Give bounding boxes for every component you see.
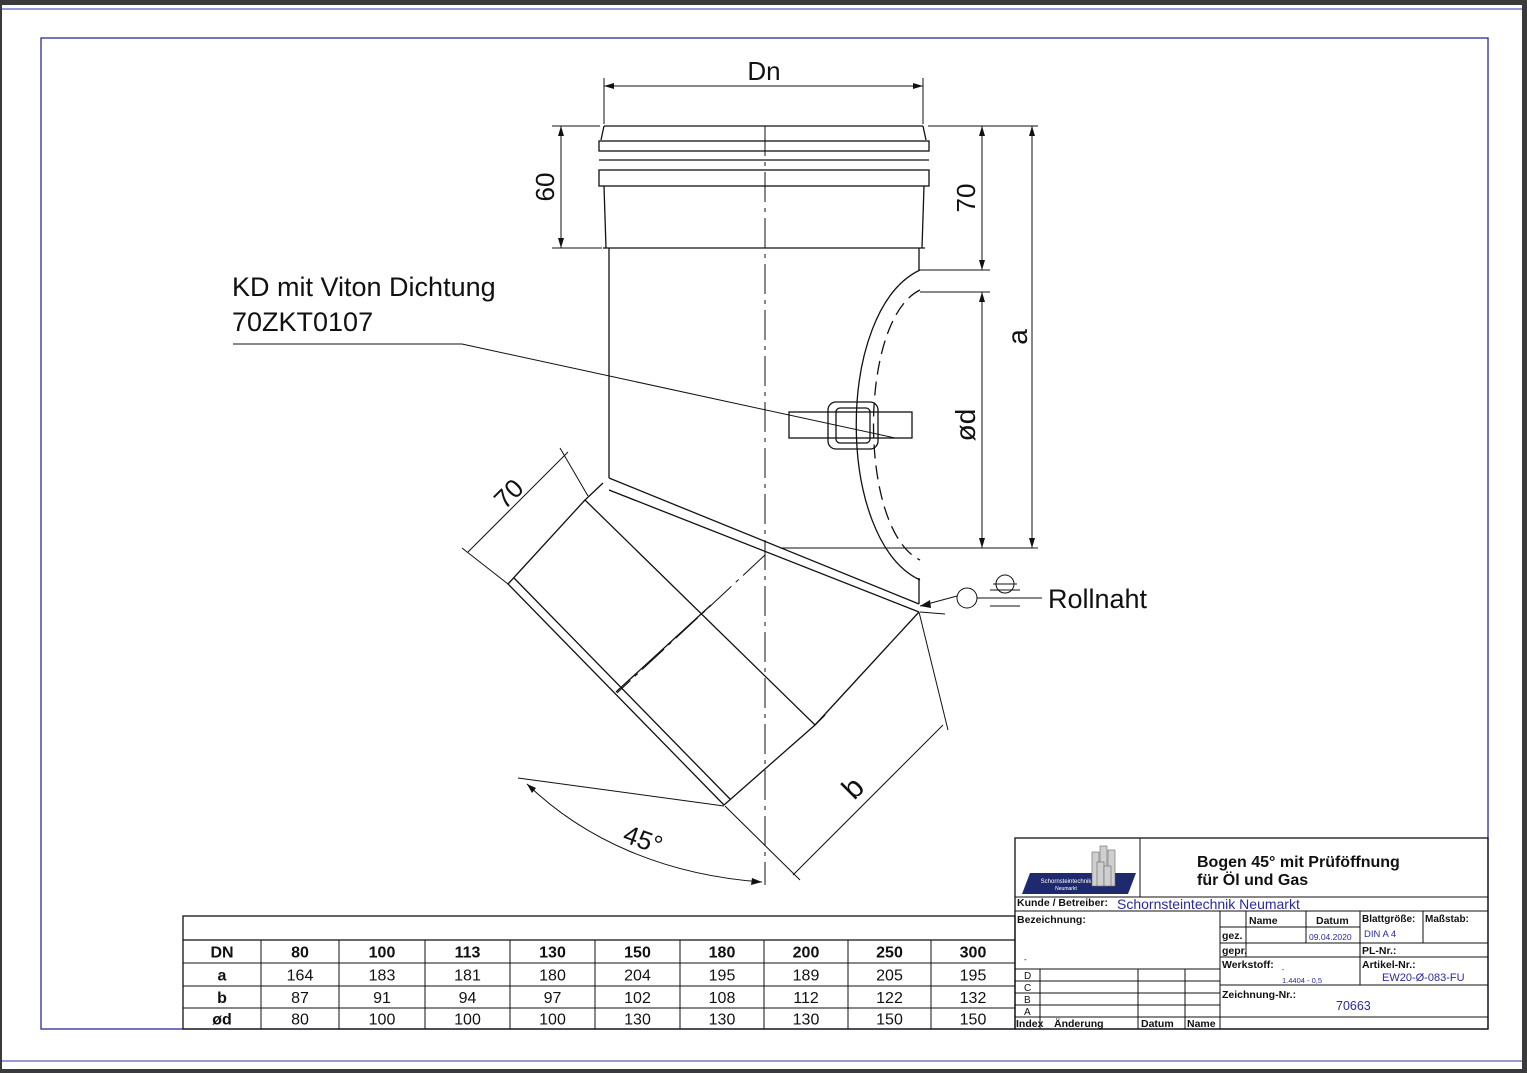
idx-name-label: Name [1187, 1018, 1216, 1030]
table-cell: ød [212, 1012, 232, 1029]
table-cell: 132 [960, 990, 987, 1007]
table-cell: 87 [291, 990, 309, 1007]
table-cell: 164 [287, 968, 314, 985]
table-cell: a [218, 968, 227, 985]
table-cell: 195 [960, 968, 987, 985]
table-cell: 189 [793, 968, 820, 985]
artikel-value: EW20-Ø-083-FU [1382, 972, 1465, 984]
table-cell: 205 [876, 968, 903, 985]
dim-a-label: a [1002, 329, 1033, 345]
table-cell: 150 [960, 1012, 987, 1029]
index-label: Index [1016, 1018, 1044, 1030]
table-header-cell: 250 [876, 945, 903, 962]
dim-60-label: 60 [530, 173, 560, 202]
table-cell: 183 [369, 968, 396, 985]
callout-kd-line1: KD mit Viton Dichtung [232, 272, 496, 302]
kunde-value: Schornsteintechnik Neumarkt [1117, 896, 1300, 912]
callout-rollnaht: Rollnaht [1048, 584, 1148, 614]
gez-date: 09.04.2020 [1309, 932, 1352, 942]
artikel-label: Artikel-Nr.: [1362, 959, 1416, 971]
name-label: Name [1249, 915, 1278, 927]
bezeichnung-label: Bezeichnung: [1017, 914, 1086, 926]
table-cell: 108 [709, 990, 736, 1007]
table-header-cell: 130 [539, 945, 566, 962]
table-header-cell: 80 [291, 945, 309, 962]
idx-datum-label: Datum [1141, 1018, 1174, 1030]
kunde-label: Kunde / Betreiber: [1017, 897, 1108, 909]
table-cell: 80 [291, 1012, 309, 1029]
logo-text-1: Schornsteintechnik [1041, 879, 1093, 885]
table-header-cell: 150 [624, 945, 651, 962]
werkstoff-dash: - [1282, 967, 1285, 974]
title-block [1014, 837, 1489, 1030]
dimension-table: DN 80 100 113 130 150 180 200 250 300 a 164 183 181 18… [182, 915, 1016, 1030]
paper [2, 5, 1522, 1069]
company-logo: Schornsteintechnik Neumarkt [1022, 845, 1136, 894]
logo-text-2: Neumarkt [1055, 886, 1077, 892]
table-cell: 94 [459, 990, 477, 1007]
table-cell: 180 [539, 968, 566, 985]
dim-70-top-label: 70 [951, 184, 981, 213]
table-cell: 150 [876, 1012, 903, 1029]
table-cell: 100 [539, 1012, 566, 1029]
table-header-cell: 180 [709, 945, 736, 962]
index-letter-d: D [1024, 971, 1031, 982]
table-header-cell: 113 [455, 945, 481, 962]
arrowheads [527, 83, 1035, 885]
dim-od-label: ød [950, 409, 981, 442]
part-title-line1: Bogen 45° mit Prüföffnung [1197, 854, 1400, 871]
table-header-cell: 200 [793, 945, 820, 962]
table-cell: b [217, 990, 227, 1007]
table-cell: 97 [544, 990, 562, 1007]
index-letter-a: A [1024, 1007, 1031, 1018]
table-cell: 102 [624, 990, 651, 1007]
zeichnung-value: 70663 [1336, 999, 1371, 1013]
table-cell: 195 [709, 968, 736, 985]
blatt-value: DIN A 4 [1364, 929, 1396, 940]
table-cell: 91 [373, 990, 391, 1007]
table-header-cell: 100 [369, 945, 396, 962]
part-title-line2: für Öl und Gas [1197, 870, 1308, 889]
dimension-lines [233, 78, 1042, 883]
title-block-text: Bogen 45° mit Prüföffnung für Öl und Gas… [1016, 854, 1469, 1030]
werkstoff-label: Werkstoff: [1222, 959, 1274, 971]
table-header-cell: DN [210, 945, 233, 962]
index-letter-b: B [1024, 995, 1031, 1006]
zeichnung-label: Zeichnung-Nr.: [1222, 989, 1296, 1001]
table-cell: 112 [793, 990, 819, 1007]
table-cell: 204 [624, 968, 651, 985]
massstab-label: Maßstab: [1425, 914, 1469, 925]
callout-kd-line2: 70ZKT0107 [232, 307, 373, 337]
pipe-bend-drawing [507, 125, 930, 806]
table-header-cell: 300 [960, 945, 987, 962]
table-cell: 130 [709, 1012, 736, 1029]
gepr-label: gepr. [1222, 945, 1247, 957]
aenderung-label: Änderung [1054, 1017, 1104, 1030]
blattgroesse-label: Blattgröße: [1362, 914, 1415, 925]
pl-label: PL-Nr.: [1362, 945, 1396, 957]
datum-label: Datum [1316, 915, 1349, 927]
table-cell: 181 [454, 968, 481, 985]
dim-dn-label: Dn [747, 56, 780, 86]
table-cell: 130 [793, 1012, 820, 1029]
table-cell: 100 [454, 1012, 481, 1029]
index-letter-c: C [1024, 983, 1031, 994]
bezeichnung-value: - [1024, 955, 1027, 964]
center-lines [616, 126, 766, 885]
table-cell: 130 [624, 1012, 651, 1029]
werkstoff-value: 1.4404 - 0,5 [1282, 976, 1322, 985]
gez-label: gez. [1222, 930, 1243, 942]
table-cell: 100 [369, 1012, 396, 1029]
table-cell: 122 [876, 990, 903, 1007]
